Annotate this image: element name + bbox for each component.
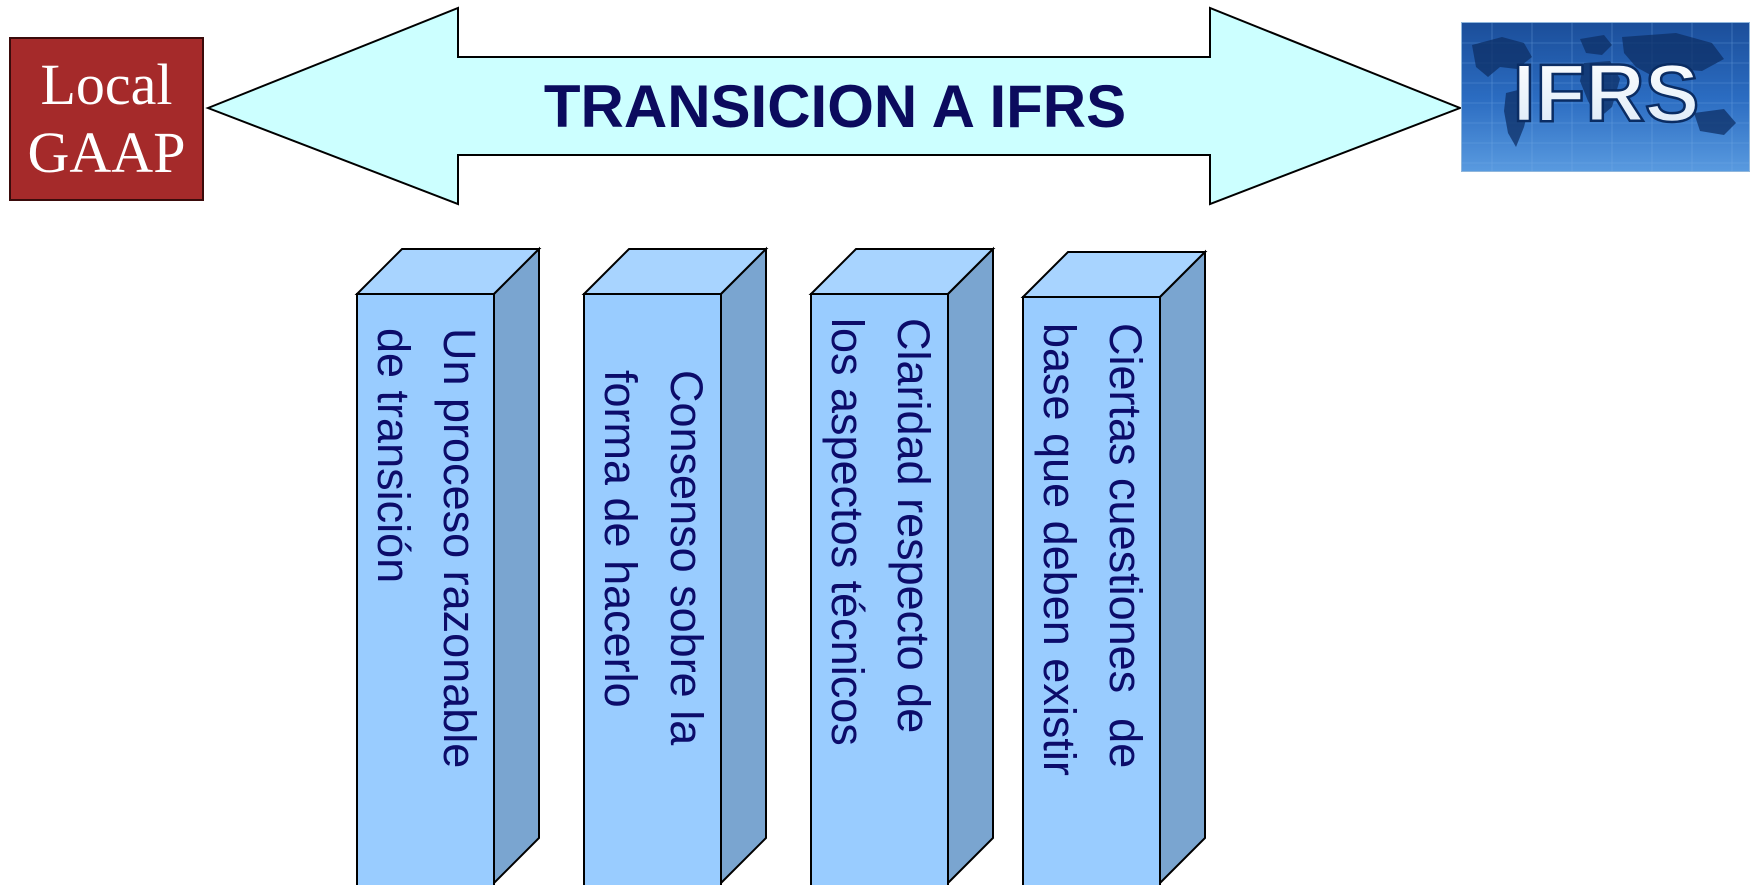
local-gaap-line2: GAAP <box>27 120 186 185</box>
pillar-4 <box>1020 249 1208 885</box>
pillar-2 <box>581 246 769 885</box>
pillar-2-line1: Consenso sobre la <box>661 370 712 746</box>
pillar-4-line2: base que deben existir <box>1034 323 1085 776</box>
pillar-3 <box>808 246 996 885</box>
pillar-1-text: Un proceso razonable de transición <box>360 328 492 768</box>
pillar-3-text: Claridad respecto de los aspectos técnic… <box>814 318 946 746</box>
pillar-1 <box>354 246 542 885</box>
arrow-title: TRANSICION A IFRS <box>543 73 1127 140</box>
double-arrow-shape <box>205 6 1463 206</box>
pillar-4-line1: Ciertas cuestiones de <box>1100 323 1151 769</box>
ifrs-logo-text: IFRS <box>1513 48 1700 139</box>
pillar-3-line1: Claridad respecto de <box>888 318 939 734</box>
local-gaap-line1: Local <box>40 52 173 117</box>
local-gaap-box: Local GAAP <box>9 37 204 201</box>
pillar-2-line2: forma de hacerlo <box>595 370 646 708</box>
pillar-1-line2: de transición <box>368 328 419 584</box>
pillar-3-line2: los aspectos técnicos <box>822 318 873 746</box>
pillar-2-text: Consenso sobre la forma de hacerlo <box>587 370 719 745</box>
world-map-icon: IFRS <box>1462 23 1749 171</box>
pillar-1-line1: Un proceso razonable <box>434 328 485 769</box>
pillar-4-text: Ciertas cuestiones de base que deben exi… <box>1026 323 1158 776</box>
ifrs-logo: IFRS <box>1461 22 1750 172</box>
